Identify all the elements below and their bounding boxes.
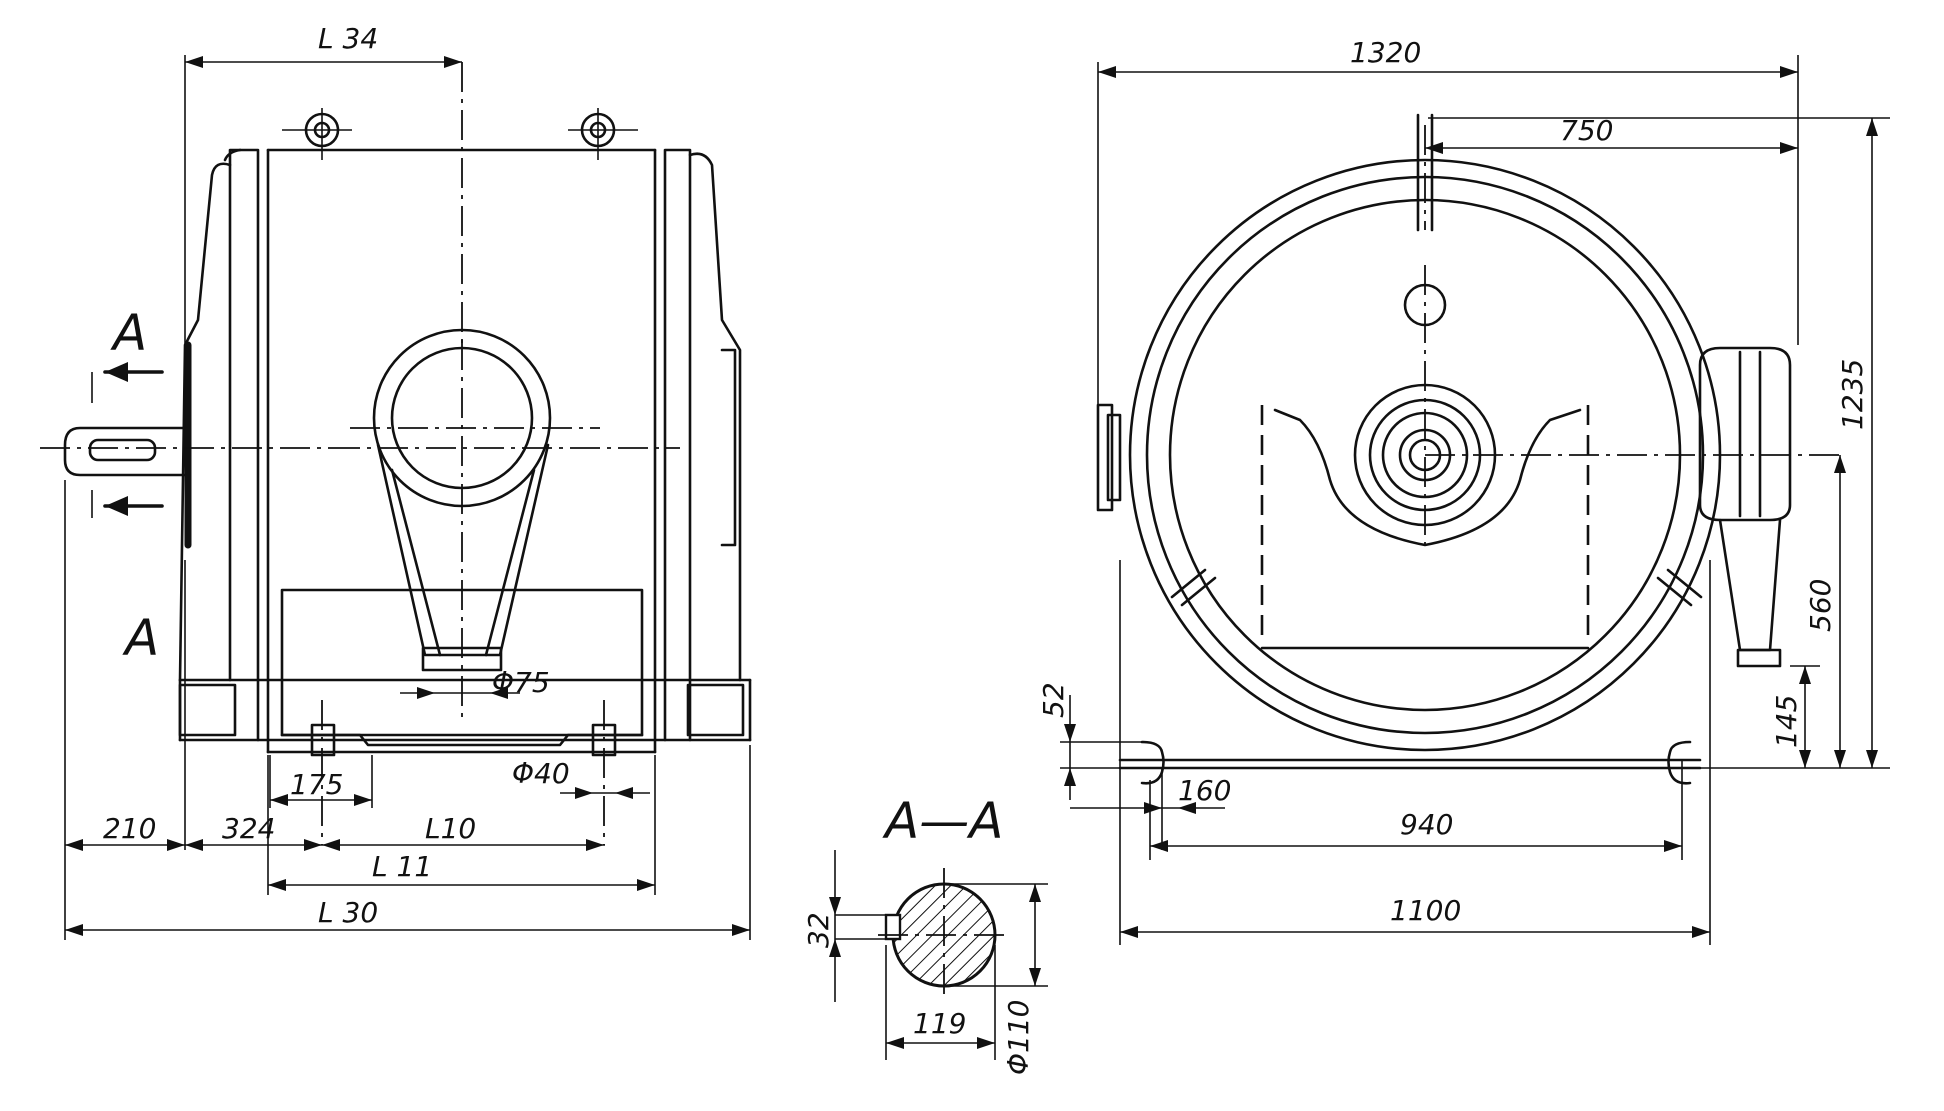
dim-32-label: 32 (802, 912, 835, 948)
dim-52-label: 52 (1037, 682, 1070, 718)
shaft-section (878, 868, 1010, 1000)
dim-l10-label: L10 (425, 812, 476, 845)
dim-1100 (1119, 560, 1711, 945)
dim-d110 (944, 883, 1048, 987)
dim-1320 (1097, 55, 1799, 405)
dim-l34 (184, 55, 462, 430)
section-arrow-bottom (91, 490, 164, 518)
lifting-eye-right (568, 108, 638, 160)
end-view: 1320 750 1235 560 (1037, 36, 1890, 945)
dim-160 (1070, 768, 1225, 850)
dim-d40 (560, 787, 650, 799)
dim-175-label: 175 (290, 768, 343, 801)
dim-175 (269, 755, 373, 808)
dim-560 (1834, 455, 1846, 768)
dim-1235 (1428, 117, 1890, 769)
section-mark-bottom: A (122, 609, 159, 667)
dim-145-label: 145 (1770, 695, 1803, 748)
shaft (40, 426, 330, 477)
dim-l34-label: L 34 (318, 22, 378, 55)
dim-145 (1790, 665, 1820, 768)
dim-560-label: 560 (1804, 579, 1837, 632)
dim-l11-label: L 11 (372, 850, 432, 883)
dim-l30-label: L 30 (318, 896, 378, 929)
section-mark-top: A (110, 304, 147, 362)
dim-160-label: 160 (1178, 774, 1231, 807)
dim-940-label: 940 (1400, 808, 1453, 841)
section-view: A—A 32 Φ110 (802, 792, 1048, 1075)
foot-hole-left (310, 700, 336, 845)
dim-1235-label: 1235 (1836, 359, 1869, 430)
dim-d75-label: Φ75 (492, 666, 550, 699)
dim-52 (1060, 695, 1142, 800)
dim-324-label: 324 (222, 812, 275, 845)
end-housing (1096, 113, 1792, 785)
dim-119 (885, 945, 996, 1060)
section-arrow-top (91, 362, 164, 403)
foot-hole-right (591, 700, 617, 845)
dim-chain-bottom (64, 480, 605, 940)
dim-1320-label: 1320 (1350, 36, 1421, 69)
dim-32 (829, 850, 886, 1002)
side-view: A A L 34 (40, 22, 752, 940)
dim-l30 (65, 745, 751, 940)
dim-750 (1425, 142, 1798, 154)
dim-d110-label: Φ110 (1002, 1000, 1035, 1075)
dim-750-label: 750 (1560, 114, 1613, 147)
lifting-eye-left (282, 108, 352, 160)
dim-d75 (400, 687, 520, 699)
dim-d40-label: Φ40 (512, 757, 570, 790)
lifting-loop (350, 328, 600, 720)
dim-940 (1149, 760, 1683, 860)
section-title: A—A (882, 792, 1003, 850)
dim-210-label: 210 (103, 812, 156, 845)
dim-119-label: 119 (913, 1007, 966, 1040)
dim-1100-label: 1100 (1390, 894, 1461, 927)
motor-body-outline (178, 148, 752, 754)
dim-l11 (267, 755, 656, 895)
